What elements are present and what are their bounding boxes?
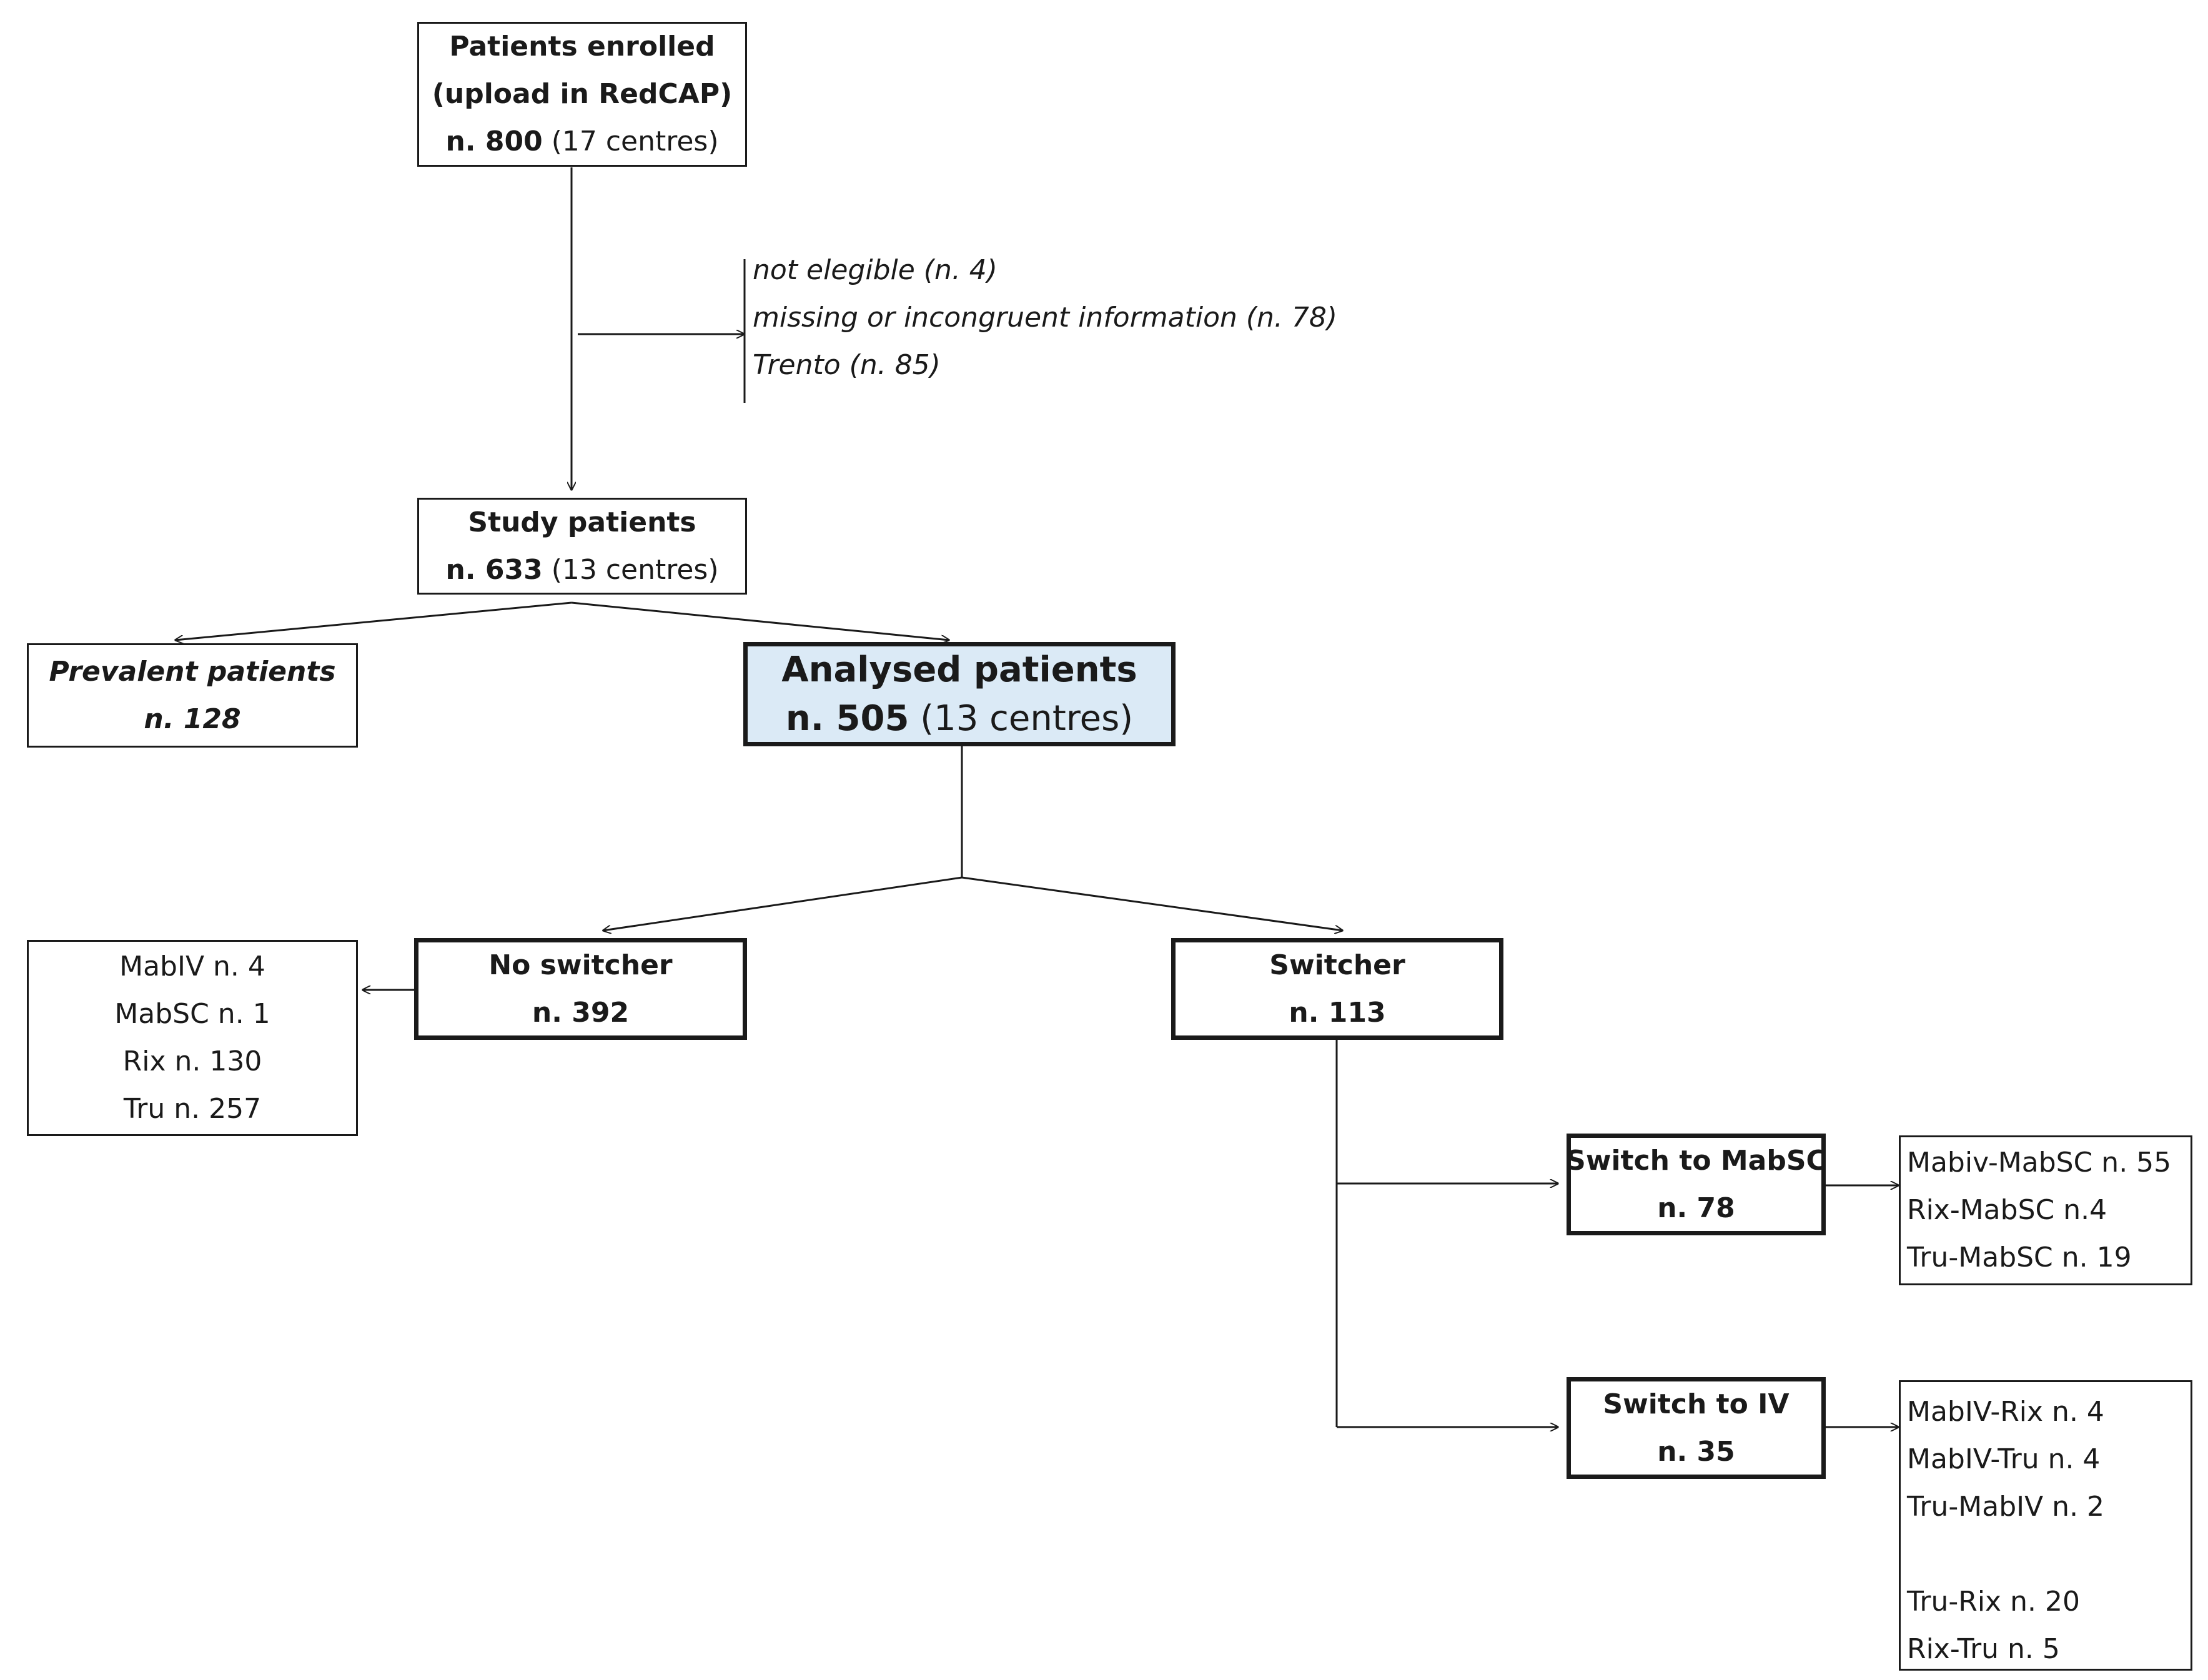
exclusion-list: not elegible (n. 4) missing or incongrue…	[753, 247, 1337, 389]
exclusion-item: missing or incongruent information (n. 7…	[753, 302, 1338, 334]
enrolled-subtitle: (upload in RedCAP)	[432, 78, 733, 110]
arrow-to-switcher	[961, 876, 1343, 931]
analysed-centres: (13 centres)	[920, 698, 1134, 739]
switch-mabsc-detail-box: Mabiv-MabSC n. 55 Rix-MabSC n.4 Tru-MabS…	[1899, 1135, 2192, 1285]
switch-iv-detail-item: Rix-Tru n. 5	[1907, 1633, 2060, 1665]
study-count: n. 633	[445, 553, 543, 586]
study-title: Study patients	[468, 506, 696, 538]
arrow-to-no-switcher	[603, 876, 963, 931]
enrolled-count: n. 800	[445, 126, 543, 157]
switch-iv-detail-item: Tru-Rix n. 20	[1907, 1586, 2080, 1618]
switch-iv-detail-item: MabIV-Rix n. 4	[1907, 1396, 2104, 1428]
switch-iv-detail-item: Tru-MabIV n. 2	[1907, 1491, 2105, 1523]
exclusion-item: Trento (n. 85)	[753, 349, 941, 381]
no-switcher-box: No switcher n. 392	[414, 938, 747, 1040]
no-switcher-detail-box: MabIV n. 4 MabSC n. 1 Rix n. 130 Tru n. …	[27, 940, 358, 1136]
no-switcher-detail-item: Tru n. 257	[123, 1093, 262, 1125]
study-box: Study patients n. 633 (13 centres)	[417, 498, 747, 595]
enrolled-count-line: n. 800 (17 centres)	[445, 118, 718, 166]
no-switcher-count: n. 392	[532, 996, 630, 1029]
analysed-box: Analysed patients n. 505 (13 centres)	[743, 642, 1176, 746]
switch-mabsc-detail-item: Mabiv-MabSC n. 55	[1907, 1147, 2172, 1178]
switch-mabsc-box: Switch to MabSC n. 78	[1566, 1134, 1826, 1235]
prevalent-count: n. 128	[144, 703, 241, 735]
no-switcher-detail-item: Rix n. 130	[122, 1045, 262, 1077]
switch-iv-detail-item: MabIV-Tru n. 4	[1907, 1443, 2101, 1475]
switcher-count: n. 113	[1289, 996, 1386, 1029]
switch-iv-box: Switch to IV n. 35	[1567, 1377, 1826, 1479]
enrolled-box: Patients enrolled (upload in RedCAP) n. …	[417, 22, 747, 167]
analysed-count: n. 505	[785, 698, 909, 739]
no-switcher-detail-item: MabIV n. 4	[119, 951, 265, 982]
prevalent-title: Prevalent patients	[49, 655, 336, 688]
enrolled-title: Patients enrolled	[449, 31, 715, 62]
no-switcher-detail-item: MabSC n. 1	[114, 998, 270, 1030]
arrow-study-to-analysed	[571, 601, 949, 640]
switch-mabsc-detail-item: Rix-MabSC n.4	[1907, 1194, 2107, 1226]
arrow-study-to-prevalent	[175, 601, 572, 640]
analysed-count-line: n. 505 (13 centres)	[786, 694, 1133, 743]
study-centres: (13 centres)	[551, 553, 719, 586]
enrolled-centres: (17 centres)	[551, 126, 719, 157]
study-count-line: n. 633 (13 centres)	[445, 546, 718, 594]
switch-mabsc-title: Switch to MabSC	[1566, 1144, 1826, 1177]
prevalent-box: Prevalent patients n. 128	[27, 643, 358, 748]
switch-mabsc-detail-item: Tru-MabSC n. 19	[1907, 1242, 2132, 1273]
exclusion-item: not elegible (n. 4)	[753, 254, 998, 286]
switch-iv-title: Switch to IV	[1603, 1388, 1790, 1420]
switcher-title: Switcher	[1269, 949, 1405, 981]
no-switcher-title: No switcher	[488, 949, 673, 981]
analysed-title: Analysed patients	[781, 649, 1137, 690]
switch-mabsc-count: n. 78	[1657, 1192, 1735, 1224]
switcher-box: Switcher n. 113	[1171, 938, 1503, 1040]
switch-iv-count: n. 35	[1657, 1435, 1735, 1468]
switch-iv-detail-box: MabIV-Rix n. 4 MabIV-Tru n. 4 Tru-MabIV …	[1899, 1380, 2192, 1671]
